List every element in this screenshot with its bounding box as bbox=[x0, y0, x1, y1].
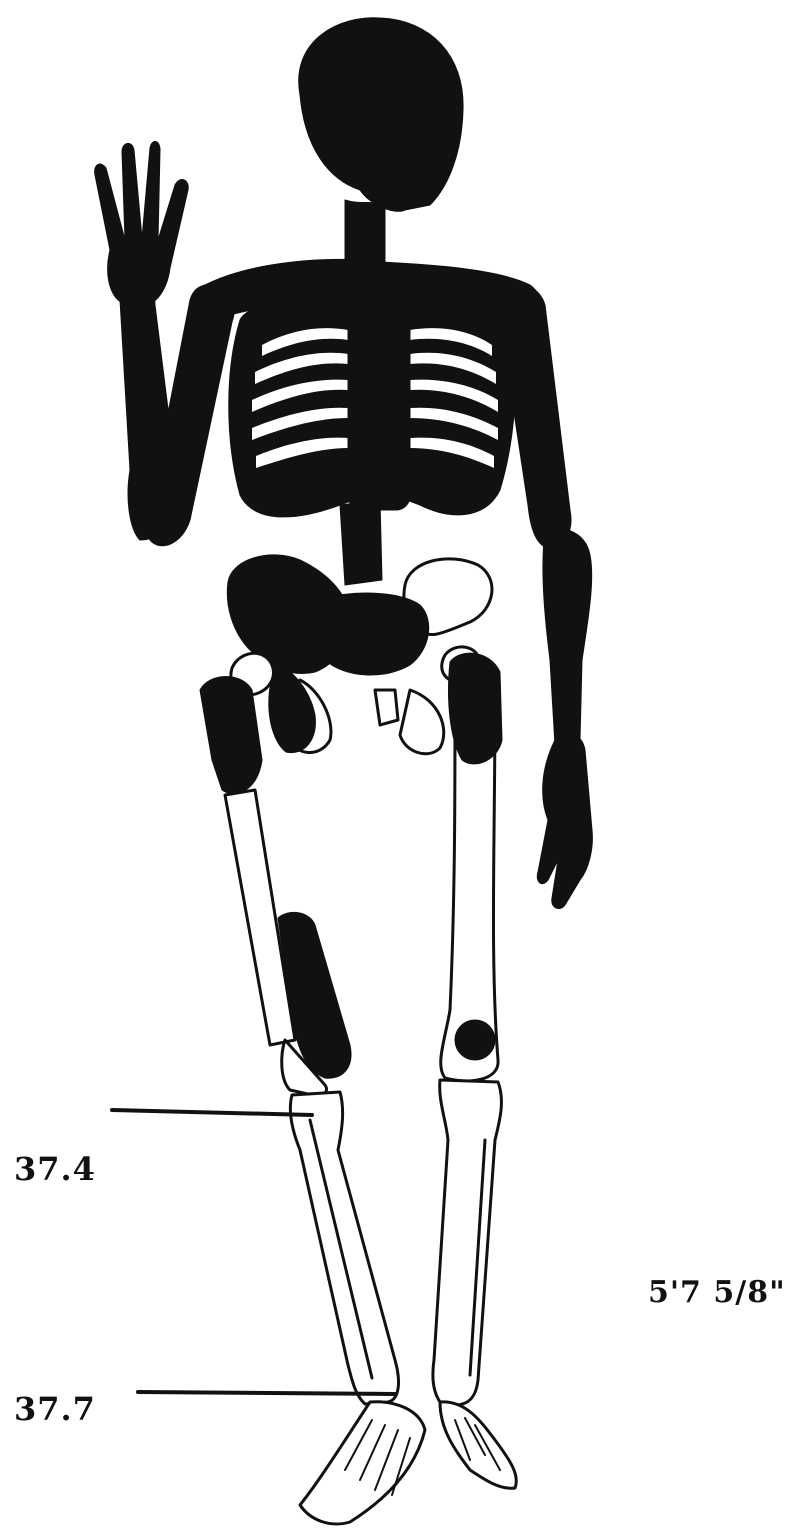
left-forearm bbox=[120, 275, 177, 540]
right-patella bbox=[455, 1020, 495, 1060]
upper-measurement-line bbox=[112, 1110, 312, 1115]
sacrum bbox=[312, 593, 429, 675]
left-foot bbox=[300, 1402, 425, 1524]
right-upper-femur bbox=[449, 653, 503, 764]
right-hand bbox=[537, 734, 592, 909]
right-forearm bbox=[543, 528, 592, 757]
skull bbox=[299, 18, 463, 212]
lower-measurement-line bbox=[138, 1392, 395, 1394]
upper-measurement-label: 37.4 bbox=[14, 1150, 96, 1188]
height-label: 5'7 5/8" bbox=[648, 1275, 786, 1310]
pubic-shadow bbox=[269, 665, 316, 753]
right-foot bbox=[440, 1402, 516, 1488]
lower-measurement-label: 37.7 bbox=[14, 1390, 96, 1428]
sternum-spine bbox=[348, 270, 410, 510]
left-tibia bbox=[290, 1092, 398, 1404]
right-tibia bbox=[433, 1080, 502, 1405]
left-upper-femur bbox=[200, 677, 262, 794]
lumbar-spine bbox=[340, 500, 382, 585]
left-hand bbox=[95, 141, 189, 306]
